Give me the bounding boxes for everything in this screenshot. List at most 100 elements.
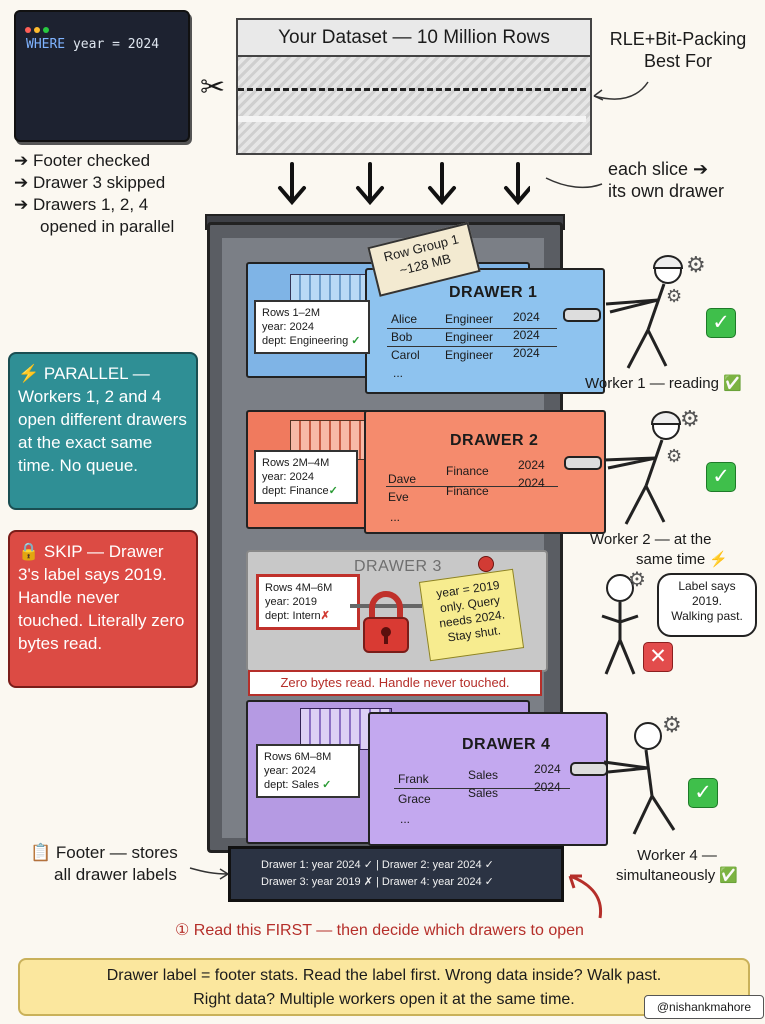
cell-role: Engineer	[445, 348, 494, 362]
sql-condition: year = 2024	[72, 37, 160, 52]
cell-name: Bob	[391, 330, 413, 344]
label-dept: dept: Sales ✓	[264, 778, 352, 792]
cell-role: Sales	[468, 786, 499, 800]
slice-note-line1: each slice ➔	[608, 159, 709, 179]
parallel-box: ⚡ PARALLEL — Workers 1, 2 and 4 open dif…	[8, 352, 198, 510]
author-handle: @nishankmahore	[644, 995, 764, 1019]
drawer3-label: Rows 4M–6M year: 2019 dept: Intern✗	[256, 574, 360, 630]
cut-line	[238, 88, 586, 91]
label-rows: Rows 1–2M	[262, 307, 321, 319]
cross-icon: ✗	[320, 610, 330, 622]
drawer1-title: DRAWER 1	[449, 284, 538, 301]
slice-note: each slice ➔ its own drawer	[608, 158, 724, 202]
padlock-icon	[350, 591, 422, 653]
check-icon: ✓	[322, 779, 332, 791]
label-dept-text: dept: Finance	[262, 485, 329, 497]
footer-note-line1: 📋 Footer — stores	[30, 843, 178, 862]
terminal-window: WHERE year = 2024	[14, 10, 190, 142]
row-divider	[387, 346, 557, 347]
cell-role: Finance	[446, 484, 489, 498]
svg-text:⚙: ⚙	[662, 712, 682, 737]
drawer1-handle[interactable]	[563, 308, 601, 322]
row-divider	[394, 788, 570, 789]
cross-icon: ✕	[643, 642, 673, 672]
drawer1-row: Alice	[391, 312, 417, 326]
worker4-caption: Worker 4 — simultaneously ✅	[616, 846, 738, 886]
curved-arrow-icon	[545, 177, 603, 189]
drawer2-label: Rows 2M–4M year: 2024 dept: Finance✓	[254, 450, 358, 504]
bubble-line: 2019.	[691, 594, 723, 608]
label-year: year: 2024	[262, 321, 314, 333]
drawer-4[interactable]: DRAWER 4 Frank Sales 2024 Grace Sales 20…	[368, 712, 608, 846]
label-year: year: 2024	[264, 765, 316, 777]
worker2-line1: Worker 2 — at the	[590, 531, 712, 548]
read-first-note: ① Read this FIRST — then decide which dr…	[175, 922, 584, 939]
worker1-caption: Worker 1 — reading ✅	[585, 375, 742, 392]
query-code: WHERE year = 2024	[26, 37, 159, 52]
cell-year: 2024	[513, 328, 540, 342]
skip-title: 🔒 SKIP — Drawer	[18, 542, 164, 561]
drawer1-label: Rows 1–2M year: 2024 dept: Engineering ✓	[254, 300, 370, 354]
note-opened-parallel: opened in parallel	[40, 217, 175, 236]
pushpin-icon	[478, 556, 494, 572]
cell-year: 2024	[518, 458, 545, 472]
red-curved-arrow-icon	[568, 874, 603, 919]
rle-line2: Best For	[643, 51, 713, 71]
sticky-note: year = 2019 only. Query needs 2024. Stay…	[418, 568, 525, 662]
label-dept-text: dept: Sales	[264, 779, 320, 791]
label-dept: dept: Engineering ✓	[262, 334, 362, 348]
svg-text:⚙: ⚙	[680, 406, 700, 431]
cell-year: 2024	[513, 310, 540, 324]
skip-body: 3's label says 2019. Handle never touche…	[18, 565, 185, 653]
svg-text:⚙: ⚙	[666, 286, 682, 306]
worker2-figure: ⚙ ⚙	[603, 406, 700, 525]
label-dept-text: dept: Intern	[265, 610, 321, 622]
drawer4-handle[interactable]	[570, 762, 608, 776]
cell-name: Eve	[388, 490, 409, 504]
dataset-title: Your Dataset — 10 Million Rows	[236, 18, 592, 58]
svg-text:⚙: ⚙	[686, 252, 706, 277]
drawer2-title: DRAWER 2	[450, 432, 539, 449]
curved-arrow-icon	[593, 81, 649, 101]
check-icon: ✓	[351, 335, 361, 347]
speech-bubble: Label says 2019. Walking past.	[657, 573, 757, 637]
summary-line2: Right data? Multiple workers open it at …	[193, 991, 575, 1008]
parallel-body: Workers 1, 2 and 4 open different drawer…	[18, 387, 187, 475]
cell-role: Finance	[446, 464, 489, 478]
drawer-1[interactable]: DRAWER 1 Alice Engineer 2024 Bob Enginee…	[365, 268, 605, 394]
footer-note: 📋 Footer — stores all drawer labels	[30, 842, 178, 886]
label-dept: dept: Finance✓	[262, 484, 350, 498]
footer-row: Drawer 1: year 2024 ✓ | Drawer 2: year 2…	[261, 859, 494, 871]
drawer3-title: DRAWER 3	[354, 558, 442, 575]
check-icon: ✓	[328, 485, 338, 497]
label-year: year: 2024	[262, 471, 314, 483]
check-icon: ✓	[706, 462, 736, 492]
zero-bytes-banner: Zero bytes read. Handle never touched.	[248, 670, 542, 696]
label-rows: Rows 4M–6M	[265, 582, 333, 594]
check-icon: ✓	[688, 778, 718, 808]
more-rows: ...	[400, 812, 411, 826]
worker4-line2: simultaneously ✅	[616, 867, 739, 884]
drawer-2[interactable]: DRAWER 2 Dave Finance 2024 Eve Finance 2…	[364, 410, 606, 534]
cell-year: 2024	[534, 762, 561, 776]
cell-name: Dave	[388, 472, 417, 486]
label-dept: dept: Intern✗	[265, 609, 351, 623]
label-year: year: 2019	[265, 596, 317, 608]
cell-name: Frank	[398, 772, 429, 786]
drawer2-handle[interactable]	[564, 456, 602, 470]
down-arrows-icon	[278, 162, 530, 206]
drawer4-label: Rows 6M–8M year: 2024 dept: Sales ✓	[256, 744, 360, 798]
more-rows: ...	[390, 510, 401, 524]
note-drawers-opened: ➔ Drawers 1, 2, 4	[14, 195, 149, 214]
label-dept-text: dept: Engineering	[262, 335, 349, 347]
note-drawer3-skipped: ➔ Drawer 3 skipped	[14, 173, 166, 192]
slice-note-line2: its own drawer	[608, 181, 725, 201]
maximize-dot	[43, 27, 49, 33]
summary-line1: Drawer label = footer stats. Read the la…	[106, 967, 662, 984]
bubble-line: Walking past.	[671, 609, 743, 623]
cell-role: Engineer	[445, 330, 494, 344]
worker3-figure: ⚙	[601, 569, 646, 675]
cell-name: Carol	[391, 348, 420, 362]
footer-tray: Drawer 1: year 2024 ✓ | Drawer 2: year 2…	[228, 846, 564, 902]
cell-role: Sales	[468, 768, 499, 782]
